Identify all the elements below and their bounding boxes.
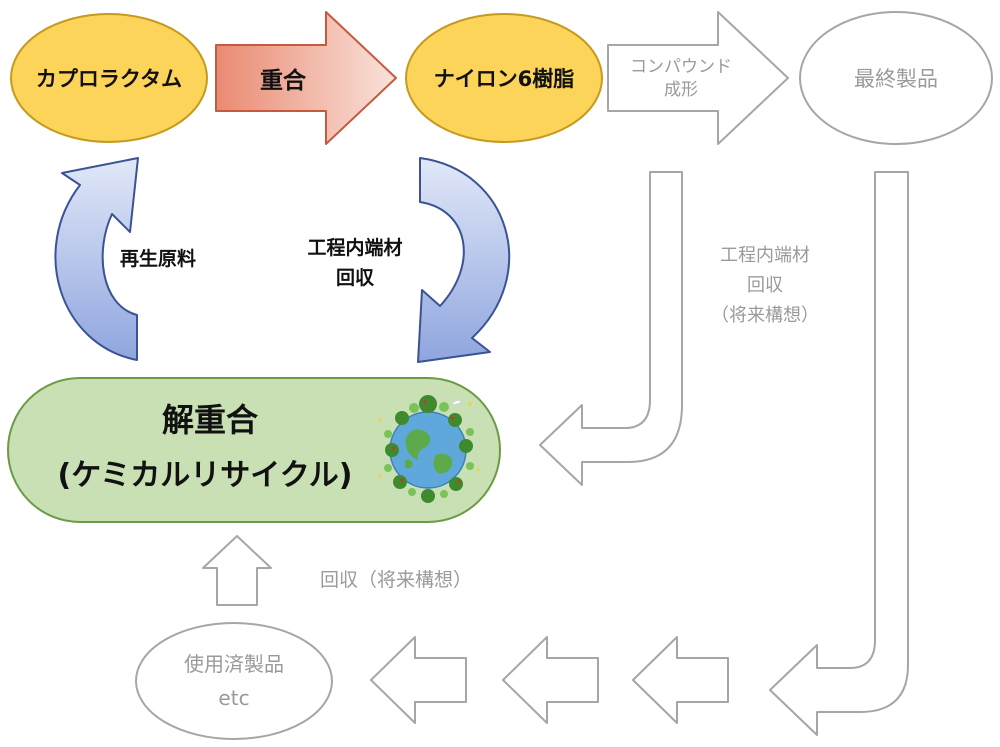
depolymerization-node [7,377,501,523]
recycled-material-label: 再生原料 [119,247,196,270]
inprocess-scrap-future-arrow [539,171,683,486]
compound-molding-arrow [607,11,789,145]
inprocess-scrap-recovery-label: 工程内端材 回収 [307,237,403,289]
polymerization-arrow [215,11,397,145]
used-products-etc-label: etc [218,686,250,710]
caprolactam-label: カプロラクタム [35,67,183,91]
earth-with-trees-icon [378,395,480,503]
compound-molding-label: コンパウンド 成形 [630,57,732,100]
depolymerization-subtitle: (ケミカルリサイクル) [57,458,353,493]
bottom-left-arrow-3 [632,636,729,724]
recovery-future-up-arrow [202,535,272,606]
polymerization-label: 重合 [260,68,306,94]
inprocess-scrap-recovery-arrow [417,157,511,363]
final-product-node [799,11,993,145]
bottom-left-arrow-2 [502,636,599,724]
final-product-label: 最終製品 [854,67,938,91]
nylon6-resin-label: ナイロン6樹脂 [433,67,575,91]
bottom-left-arrow-1 [370,636,467,724]
final-product-return-arrow [769,171,909,736]
used-products-node [135,622,333,740]
nylon6-resin-node [405,13,603,143]
recovery-future-label: 回収（将来構想） [319,568,472,591]
inprocess-scrap-future-label: 工程内端材 回収 （将来構想） [711,245,819,326]
recycled-material-arrow [54,157,139,361]
depolymerization-title: 解重合 [161,401,258,439]
used-products-label: 使用済製品 [184,651,284,676]
caprolactam-node [10,13,208,143]
